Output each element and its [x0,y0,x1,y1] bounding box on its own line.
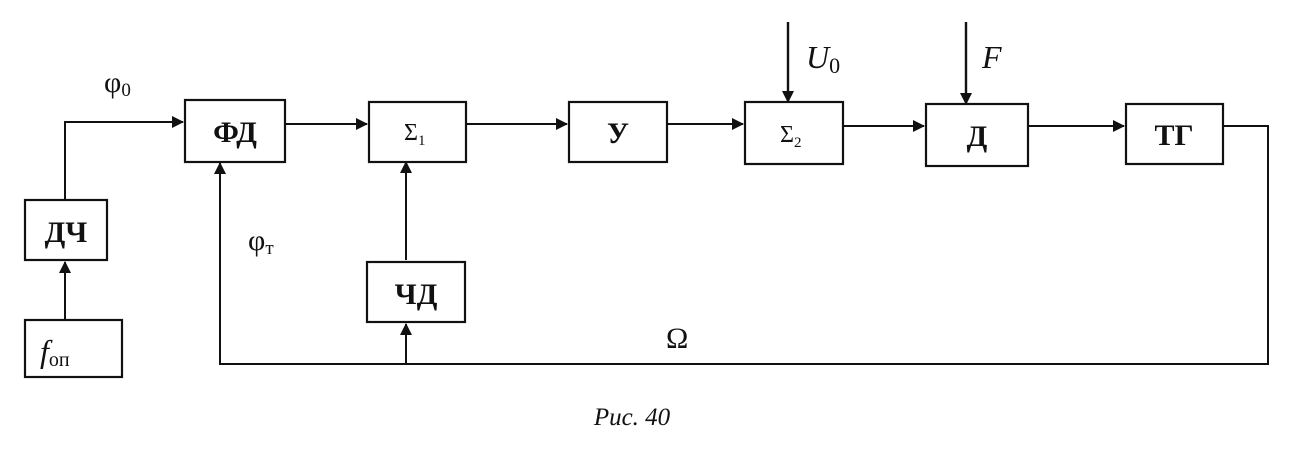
block-chd-label: ЧД [395,278,438,311]
signal-phi0-label: φ0 [104,66,131,101]
signal-phit-label: φт [248,224,274,259]
block-u: У [567,100,669,164]
signal-omega-label: Ω [666,322,688,355]
block-fd-label: ФД [213,116,257,149]
figure-caption: Рис. 40 [593,404,671,431]
block-tg-label: ТГ [1154,119,1193,152]
block-sum1-label: Σ1 [404,120,425,149]
block-sum1: Σ1 [367,100,468,164]
block-u-label: У [607,117,629,150]
wire-feedback-omega [219,125,1269,365]
block-tg: ТГ [1124,102,1225,166]
signal-f-label: F [981,39,1002,75]
block-fop: fоп [23,318,124,379]
block-d: Д [924,102,1030,168]
block-sum2: Σ2 [743,100,845,166]
block-chd: ЧД [365,260,467,324]
block-dch: ДЧ [23,198,109,262]
signal-u0-label: U0 [806,39,840,78]
block-fd: ФД [183,98,287,164]
block-d-label: Д [967,120,988,153]
connection-lines [59,22,1269,365]
block-dch-label: ДЧ [45,216,88,249]
block-fop-label: fоп [40,333,70,371]
block-sum2-label: Σ2 [780,122,801,151]
wire-dch-to-fd [64,116,184,200]
